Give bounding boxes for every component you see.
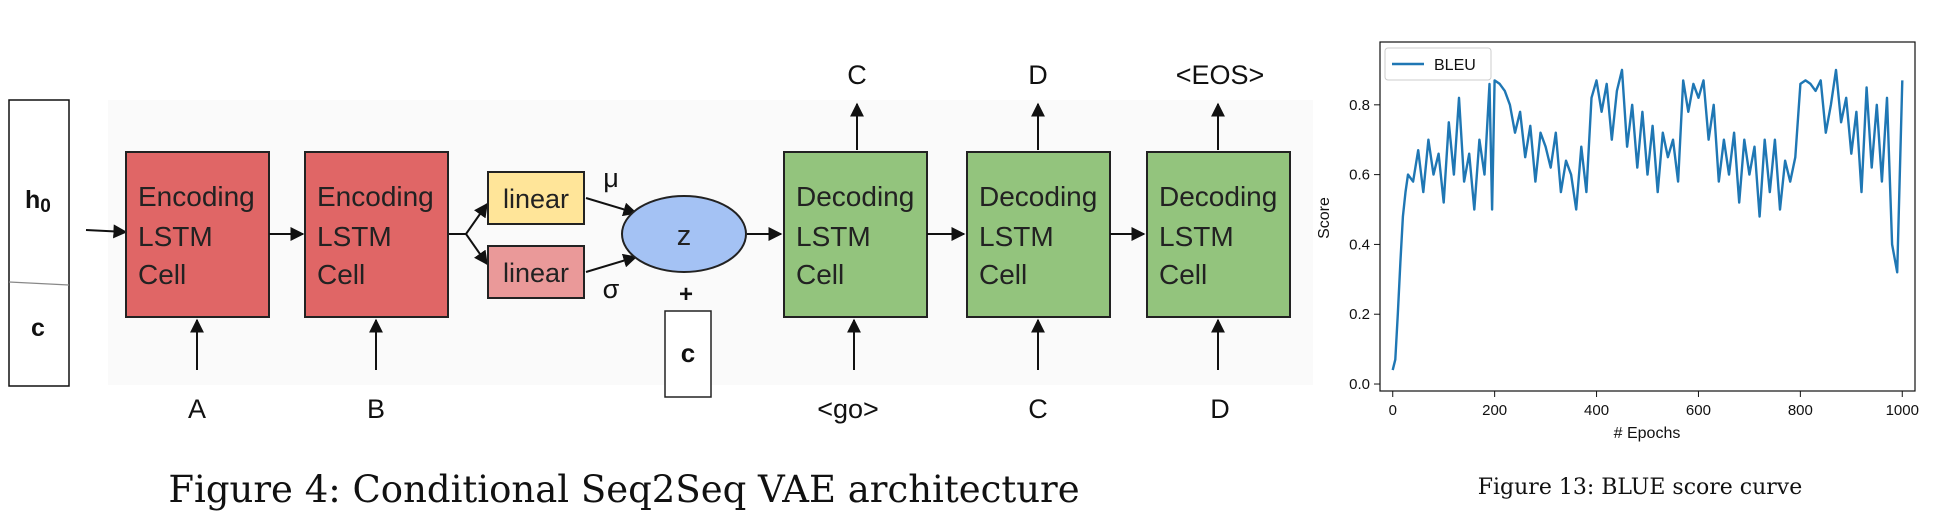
legend-label-bleu: BLEU — [1434, 57, 1476, 74]
y-tick-label: 0.2 — [1349, 306, 1370, 323]
decoder-cell-3: Decoding LSTM Cell <EOS> D — [1146, 60, 1291, 424]
initial-state-box: h0 c — [8, 99, 70, 387]
series-line-bleu — [1391, 68, 1904, 371]
decoder-2-output: D — [1028, 60, 1048, 90]
mu-to-z-arrow — [585, 197, 638, 217]
plus-symbol: + — [679, 281, 693, 308]
diagram-caption: Figure 4: Conditional Seq2Seq VAE archit… — [168, 468, 1079, 511]
plot-area — [1379, 41, 1916, 392]
encoder-1-input: A — [188, 394, 206, 424]
sigma-symbol: σ — [603, 274, 620, 304]
linear-sigma-layer: linear σ — [487, 245, 620, 304]
chart-marks — [1391, 68, 1904, 371]
condition-c-box — [664, 310, 712, 398]
linear-sigma-box — [487, 245, 585, 299]
chart-caption: Figure 13: BLUE score curve — [1478, 475, 1803, 500]
c-state-label: c — [31, 314, 45, 342]
y-tick-label: 0.4 — [1349, 236, 1370, 253]
x-axis-label: # Epochs — [1614, 425, 1681, 442]
h0-label: h0 — [25, 186, 51, 217]
decoder-1-output: C — [847, 60, 867, 90]
encoder-box-2 — [304, 151, 449, 318]
decoder-3-text: Decoding LSTM Cell — [1159, 181, 1285, 290]
decoder-2-input: C — [1028, 394, 1048, 424]
linear-sigma-label: linear — [503, 258, 569, 288]
encoder-cell-1: Encoding LSTM Cell A — [125, 151, 270, 424]
x-tick-label: 0 — [1389, 402, 1397, 419]
x-tick-label: 200 — [1482, 402, 1507, 419]
legend-box — [1384, 47, 1492, 81]
condition-c-label: c — [681, 338, 695, 368]
latent-z-node: z — [621, 195, 747, 273]
encoder-1-text: Encoding LSTM Cell — [138, 181, 263, 290]
decoder-cell-1: Decoding LSTM Cell C <go> — [783, 60, 928, 424]
vae-architecture-diagram: h0 c Encoding LSTM Cell A Encoding LSTM … — [8, 60, 1313, 511]
state-divider — [8, 281, 70, 286]
decoder-1-text: Decoding LSTM Cell — [796, 181, 922, 290]
legend: BLEU — [1384, 47, 1492, 81]
encoder-cell-2: Encoding LSTM Cell B — [304, 151, 449, 424]
encoder-box-1 — [125, 151, 270, 318]
sigma-to-z-arrow — [585, 253, 638, 273]
branch-arrow-sigma — [465, 233, 488, 266]
linear-mu-label: linear — [503, 184, 569, 214]
linear-mu-box — [487, 171, 585, 225]
decoder-3-input: D — [1210, 394, 1230, 424]
mu-symbol: μ — [603, 163, 619, 193]
y-axis-label: Score — [1316, 197, 1333, 239]
decoder-box-3 — [1146, 151, 1291, 318]
state-column — [8, 99, 70, 387]
linear-mu-layer: linear μ — [487, 163, 619, 225]
decoder-2-text: Decoding LSTM Cell — [979, 181, 1105, 290]
encoder-2-input: B — [367, 394, 385, 424]
x-tick-label: 400 — [1584, 402, 1609, 419]
x-axis-ticks: 0 200 400 600 800 1000 — [1389, 391, 1919, 419]
x-tick-label: 1000 — [1886, 402, 1919, 419]
x-tick-label: 800 — [1788, 402, 1813, 419]
y-axis-ticks: 0.0 0.2 0.4 0.6 0.8 — [1349, 97, 1380, 393]
decoder-3-output: <EOS> — [1176, 60, 1265, 90]
y-tick-label: 0.0 — [1349, 376, 1370, 393]
y-tick-label: 0.6 — [1349, 167, 1370, 184]
y-tick-label: 0.8 — [1349, 97, 1370, 114]
encoder-2-text: Encoding LSTM Cell — [317, 181, 442, 290]
decoder-1-input: <go> — [817, 394, 879, 424]
latent-z-ellipse — [621, 195, 747, 273]
condition-c-node: c — [664, 310, 712, 398]
bleu-score-chart: 0 200 400 600 800 1000 0.0 0.2 0.4 0.6 0.8 # Epoc… — [1316, 41, 1919, 500]
decoder-box-1 — [783, 151, 928, 318]
state-arrow — [85, 224, 128, 239]
x-tick-label: 600 — [1686, 402, 1711, 419]
latent-z-label: z — [677, 220, 692, 252]
